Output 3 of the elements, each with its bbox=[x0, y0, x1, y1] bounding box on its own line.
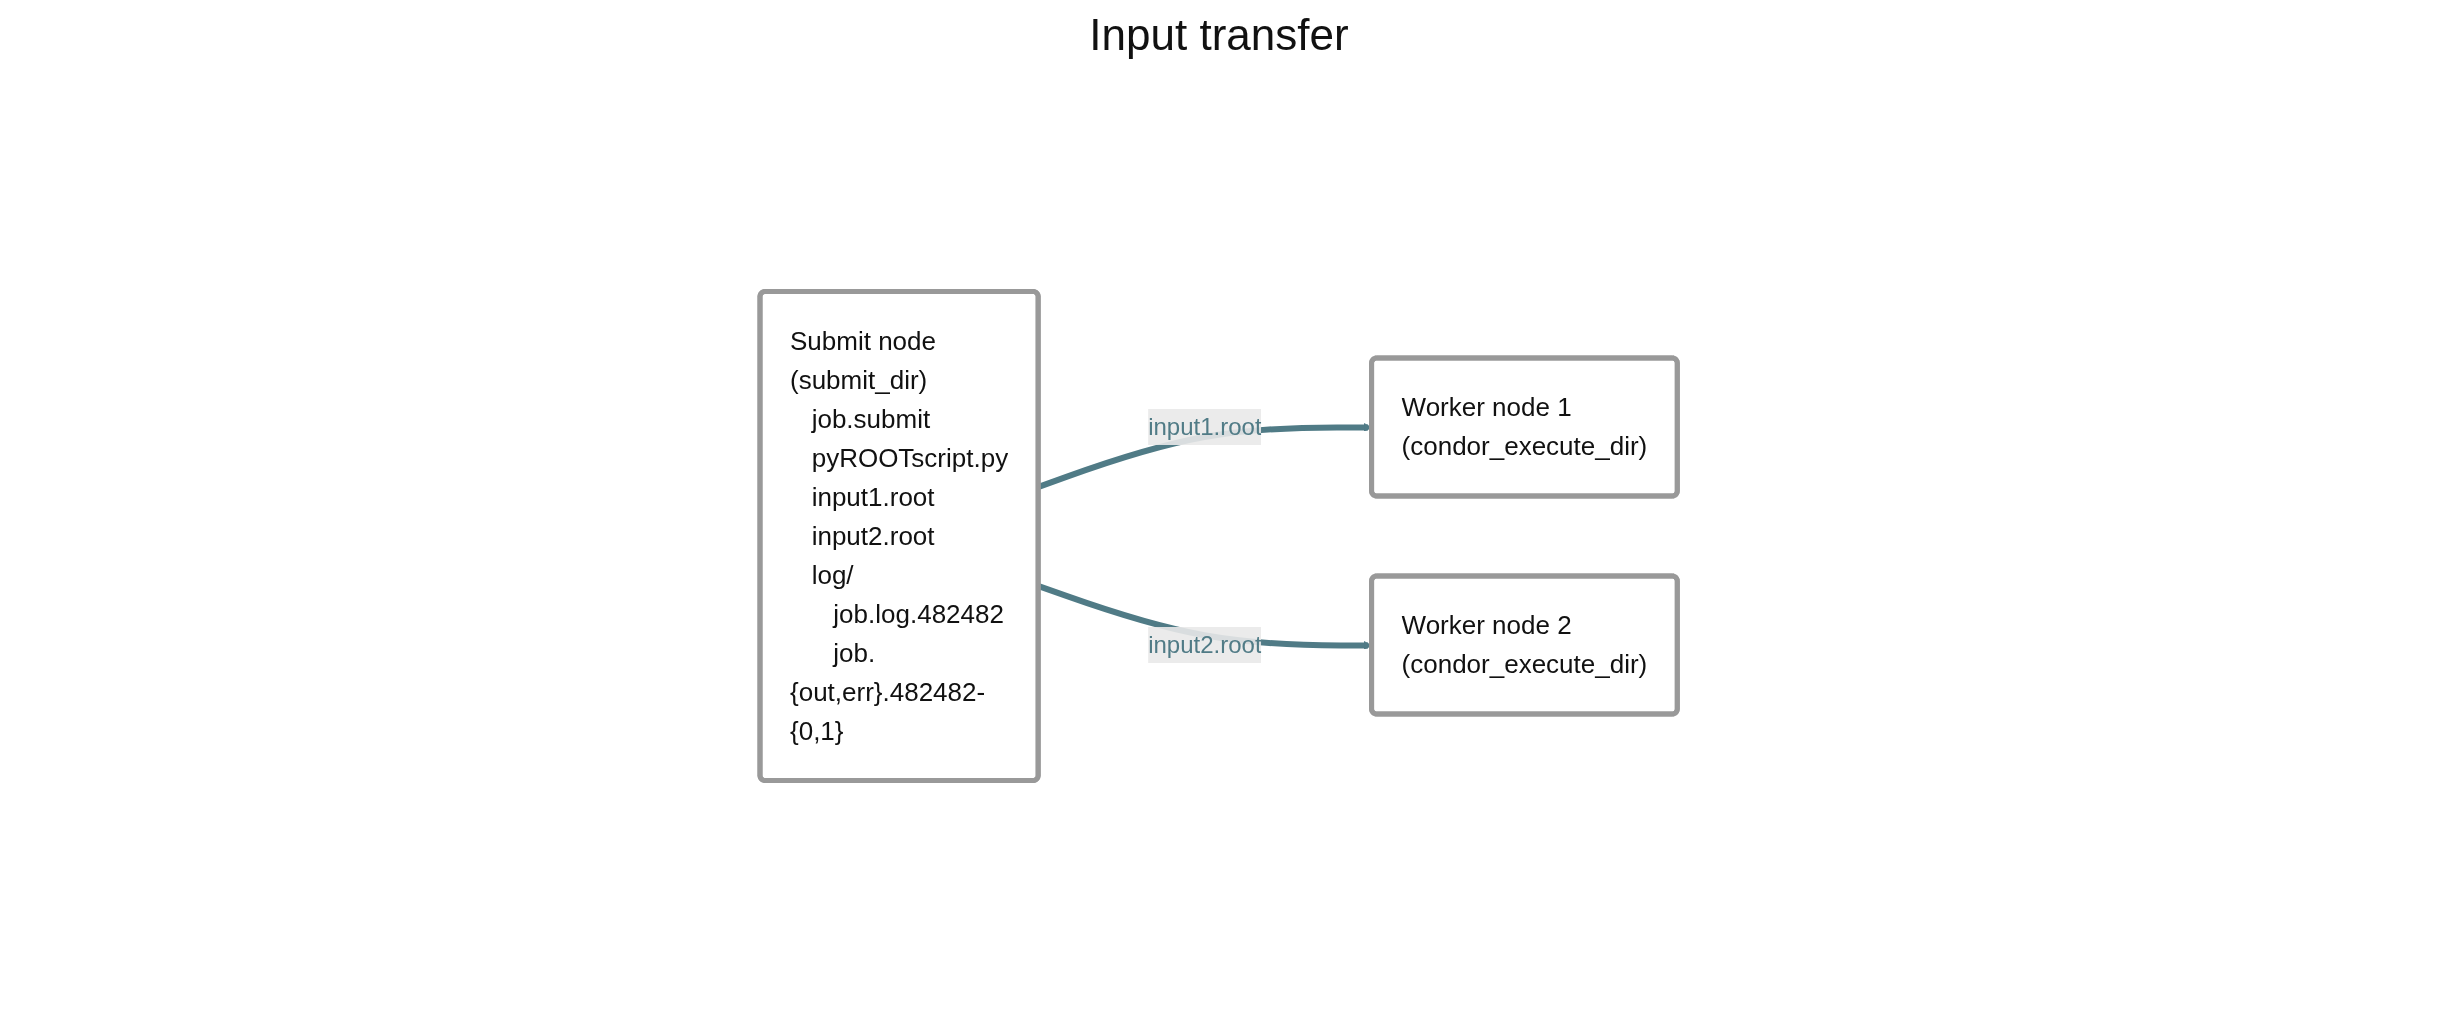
diagram-title: Input transfer bbox=[1088, 10, 1350, 60]
edge-label: input2.root bbox=[1148, 631, 1262, 658]
edge-label: input1.root bbox=[1148, 413, 1262, 440]
